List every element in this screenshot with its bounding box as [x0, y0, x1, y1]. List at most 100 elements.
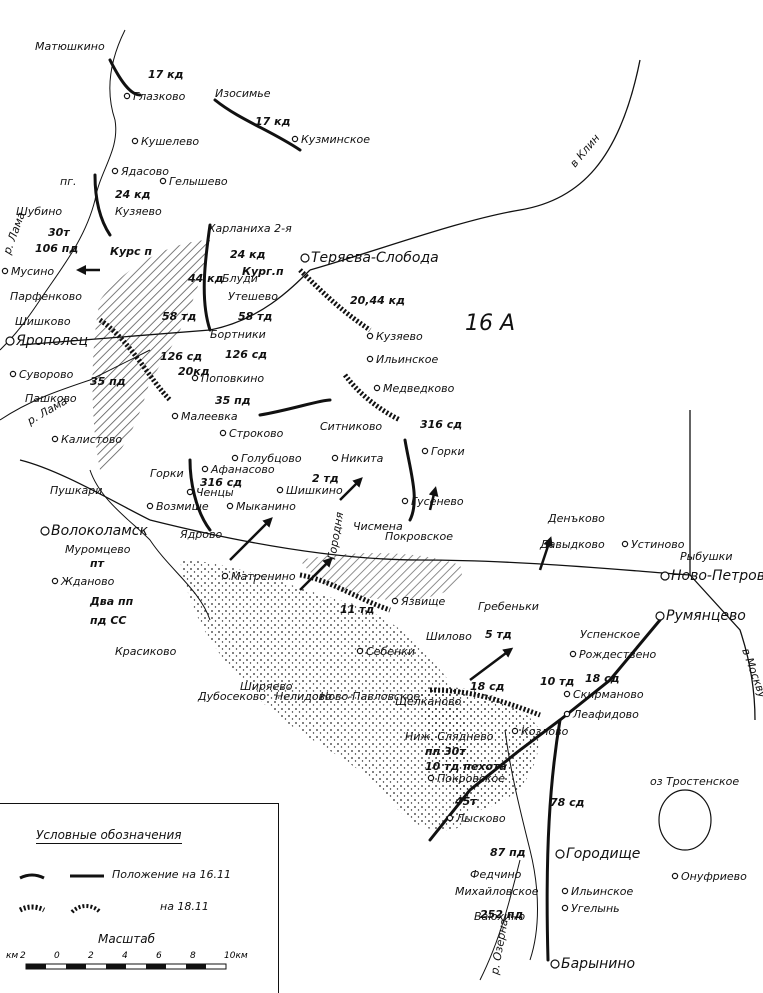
- settlement-volokolamsk: Волоколамск: [51, 523, 148, 539]
- settlement-ilyinskoe_s: Ильинское: [571, 885, 634, 898]
- label-to_moskvu: в Москву: [739, 647, 763, 701]
- settlement-shelkanovo: Щелканово: [395, 695, 462, 708]
- settlement-matrenino-marker: [221, 572, 229, 580]
- settlement-kuzyaevo_w: Кузяево: [115, 205, 162, 218]
- settlement-gorki_e: Горки: [431, 445, 465, 458]
- settlement-pokrovskoe_s: Покровское: [437, 772, 505, 785]
- settlement-shishkino: Шишкино: [286, 484, 343, 497]
- settlement-gorodishche-marker: [555, 849, 565, 859]
- settlement-mykanino: Мыканино: [236, 500, 296, 513]
- settlement-yadrovo: Ядрово: [179, 528, 222, 541]
- scale-tick: 10км: [224, 951, 248, 961]
- settlement-pashkovo: Пашково: [25, 392, 77, 405]
- scale-tick: 8: [190, 951, 196, 961]
- unit-u18sd_b: 18 сд: [585, 672, 620, 685]
- settlement-dubosekovo: Дубосеково: [197, 690, 266, 703]
- settlement-nizh_slyadnevo: Ниж. Сляднево: [405, 730, 494, 743]
- settlement-kuzyaevo_e: Кузяево: [376, 330, 423, 343]
- unit-u44kd: 44 кд: [187, 272, 224, 285]
- settlement-kushelevo: Кушелево: [141, 135, 199, 148]
- settlement-labels: МатюшкиноГлазковоКушелевоИзосимьеКузминс…: [1, 40, 763, 972]
- settlement-mikhaylovskoe: Михайловское: [455, 885, 539, 898]
- settlement-muromtsevo: Муромцево: [65, 543, 131, 556]
- scale-title: Масштаб: [98, 932, 156, 946]
- attack-arrows: [76, 265, 553, 681]
- settlement-yazvishche: Язвище: [400, 595, 445, 608]
- settlement-kalistovo: Калистово: [61, 433, 122, 446]
- settlement-utesheva: Утешево: [228, 290, 278, 303]
- settlement-novopavlovskoe: Ново-Павловское: [320, 690, 420, 703]
- settlement-lеafidovo-marker: [563, 710, 571, 718]
- settlement-izosimye: Изосимье: [215, 87, 271, 100]
- scale-tick: 6: [156, 951, 162, 961]
- rivers: [0, 29, 538, 981]
- front-lines-18-11: [98, 268, 541, 718]
- label-to_klin: в Клин: [567, 132, 602, 170]
- settlement-golubtsovo: Голубцово: [241, 452, 302, 465]
- settlement-strokovo: Строково: [229, 427, 284, 440]
- settlement-krasikovo: Красиково: [115, 645, 177, 658]
- settlement-glazkovo-marker: [123, 92, 131, 100]
- unit-pd_ss: пд СС: [90, 614, 126, 627]
- settlement-gorodishche: Городище: [566, 846, 640, 862]
- unit-u17kd_b: 17 кд: [255, 115, 291, 128]
- settlement-teryaeva: Теряева-Слобода: [311, 250, 439, 266]
- settlement-popovkino-marker: [191, 374, 199, 382]
- unit-u17kd_a: 17 кд: [148, 68, 184, 81]
- settlement-sitnikovo: Ситниково: [320, 420, 382, 433]
- settlement-musino-marker: [1, 267, 9, 275]
- unit-u35pd_b: 35 пд: [215, 394, 251, 407]
- settlement-yalasovo-marker: [111, 167, 119, 175]
- unit-u10td_a: 10 тд: [540, 675, 575, 688]
- unit-u24kd_b: 24 кд: [230, 248, 266, 261]
- settlement-parfenkovo: Парфенково: [10, 290, 82, 303]
- settlement-sebenki-marker: [356, 647, 364, 655]
- settlement-shishkovo: Шишково: [15, 315, 71, 328]
- roads: [19, 59, 756, 721]
- settlement-kalistovo-marker: [51, 435, 59, 443]
- settlement-skirmanovo: Скирманово: [573, 688, 644, 701]
- settlement-ugelyn: Угелынь: [571, 902, 620, 915]
- settlement-ilyinskoe_n: Ильинское: [376, 353, 439, 366]
- settlement-chismena: Чисмена: [353, 520, 403, 533]
- settlement-sebenki: Себенки: [366, 645, 415, 658]
- settlement-gusenevo-marker: [401, 497, 409, 505]
- settlement-kuzminskoe-marker: [291, 135, 299, 143]
- unit-u126sd: 126 сд: [225, 348, 267, 361]
- unit-u316sd_b: 316 сд: [200, 476, 242, 489]
- legend-label-18-11: на 18.11: [160, 900, 209, 913]
- unit-u11td: 11 тд: [340, 603, 375, 616]
- settlement-vozmishche: Возмище: [156, 500, 209, 513]
- settlement-rumyantsevo: Румянцево: [666, 608, 746, 624]
- legend-row-16-11: Положение на 16.11: [0, 864, 278, 888]
- settlement-nelidovo: Нелидово: [275, 690, 332, 703]
- unit-dva_pp: Два пп: [89, 595, 134, 608]
- unit-u58td_b: 58 тд: [238, 310, 273, 323]
- settlement-kuzyaevo_e-marker: [366, 332, 374, 340]
- settlement-kushelevo-marker: [131, 137, 139, 145]
- scale-unit: км: [6, 951, 18, 961]
- unit-u24kd_a: 24 кд: [115, 188, 151, 201]
- legend-title: Условные обозначения: [36, 828, 182, 844]
- unit-u252pd: 252 пд: [480, 908, 523, 921]
- settlement-kozlovo-marker: [511, 727, 519, 735]
- settlement-onufrievo: Онуфриево: [681, 870, 747, 883]
- front-lines-16-11: [93, 58, 662, 962]
- settlement-glazkovo: Глазково: [133, 90, 186, 103]
- settlement-grebenki: Гребеньки: [478, 600, 539, 613]
- unit-u87pd: 87 пд: [490, 846, 526, 859]
- lake-trostenskoe: [658, 789, 712, 851]
- settlement-barynino: Барынино: [561, 956, 635, 972]
- label-pg: пг.: [60, 175, 76, 188]
- settlement-kozlovo: Козлово: [521, 725, 569, 738]
- settlement-mykanino-marker: [226, 502, 234, 510]
- settlement-suvorovo-marker: [9, 370, 17, 378]
- unit-u5td: 5 тд: [485, 628, 512, 641]
- settlement-bludi: Блуди: [222, 272, 258, 285]
- settlement-rumyantsevo-marker: [655, 611, 665, 621]
- label-r_ozerna: р. Озерна: [488, 918, 511, 977]
- scale-tick: 2: [88, 951, 94, 961]
- settlement-lyskovo: Лысково: [455, 812, 506, 825]
- settlement-gusenevo: Гусенево: [411, 495, 464, 508]
